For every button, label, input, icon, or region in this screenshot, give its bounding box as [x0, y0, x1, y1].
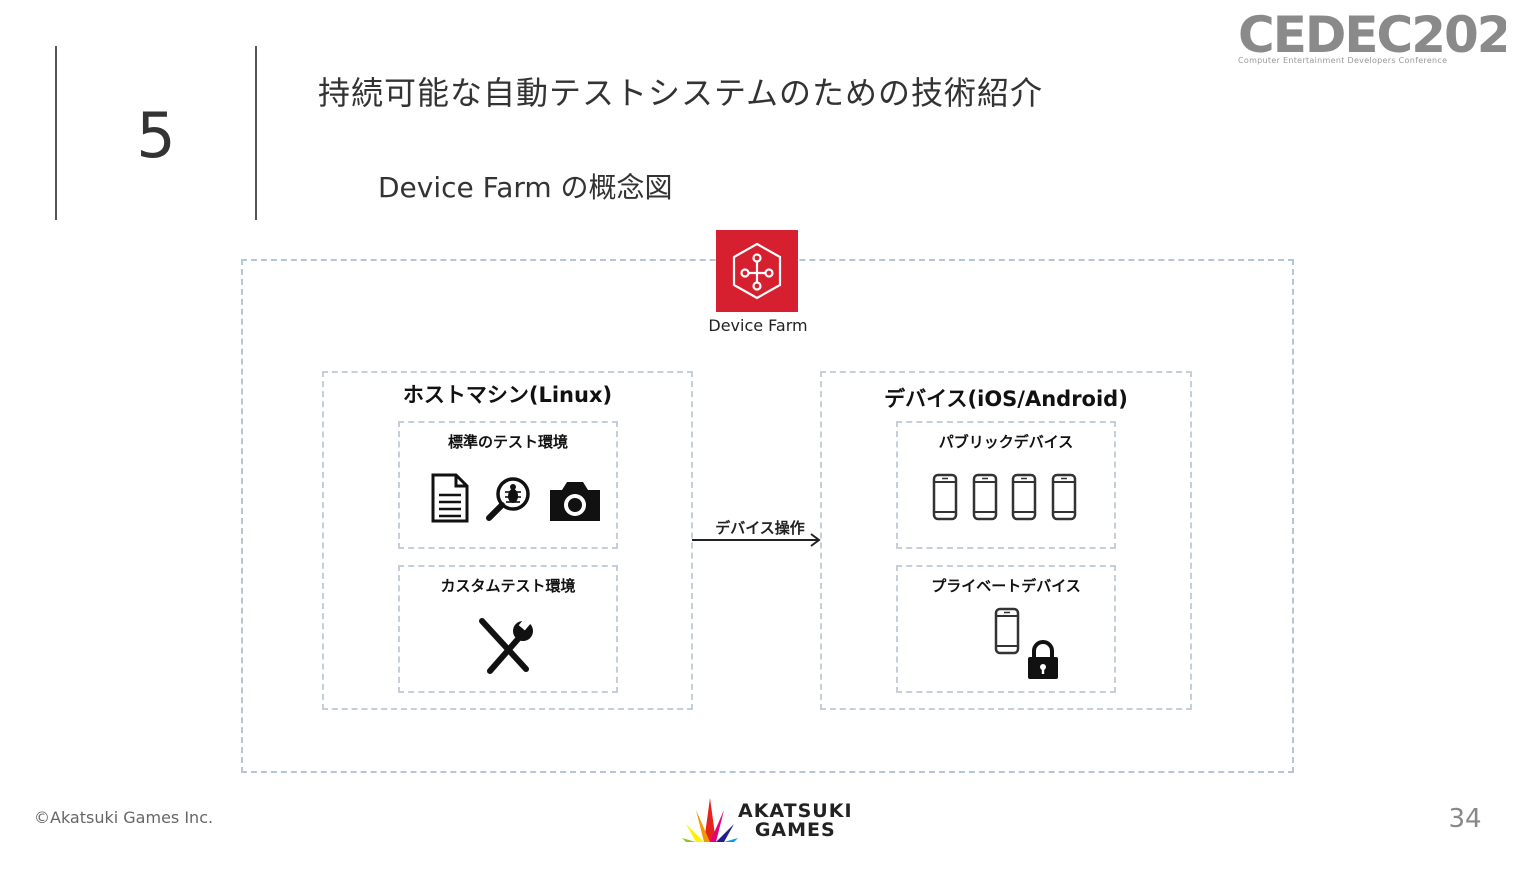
public-devices-label: パブリックデバイス	[938, 433, 1074, 451]
header-left-divider	[55, 46, 57, 220]
slide-subtitle: Device Farm の概念図	[378, 171, 673, 204]
phone-icon	[1011, 473, 1037, 525]
cedec-logo-text: CEDEC2023	[1238, 8, 1506, 58]
devices-title: デバイス(iOS/Android)	[884, 387, 1128, 411]
akatsuki-games-wordmark: AKATSUKI GAMES	[738, 802, 853, 840]
lock-icon	[1026, 639, 1060, 685]
bug-search-icon	[486, 475, 532, 525]
section-number: 5	[136, 99, 176, 172]
document-icon	[430, 473, 470, 527]
devices-box: デバイス(iOS/Android)	[820, 371, 1192, 710]
public-devices-box: パブリックデバイス	[896, 421, 1116, 549]
host-machine-title: ホストマシン(Linux)	[402, 383, 613, 407]
standard-test-env-label: 標準のテスト環境	[447, 433, 568, 451]
copyright-text: ©Akatsuki Games Inc.	[34, 808, 214, 827]
phone-icon	[972, 473, 998, 525]
cedec-logo: CEDEC2023	[1236, 6, 1536, 64]
phone-icon	[1051, 473, 1077, 525]
custom-test-env-box: カスタムテスト環境	[398, 565, 618, 693]
akatsuki-games-logo	[682, 796, 738, 848]
phone-icon	[994, 607, 1020, 659]
camera-icon	[548, 479, 602, 527]
private-devices-label: プライベートデバイス	[931, 577, 1081, 595]
slide-title: 持続可能な自動テストシステムのための技術紹介	[318, 74, 1044, 112]
brand-line-2: GAMES	[754, 819, 836, 841]
phone-icon	[932, 473, 958, 525]
header-right-divider	[255, 46, 257, 220]
device-farm-label: Device Farm	[708, 316, 808, 335]
page-number: 34	[1448, 804, 1482, 834]
tools-icon	[478, 617, 536, 679]
brand-line-1: AKATSUKI	[738, 800, 853, 822]
cedec-logo-subtext: Computer Entertainment Developers Confer…	[1238, 56, 1448, 65]
device-operation-label: デバイス操作	[715, 519, 805, 537]
standard-test-env-box: 標準のテスト環境	[398, 421, 618, 549]
device-farm-icon	[716, 230, 798, 312]
device-operation-arrow	[692, 532, 824, 552]
private-devices-box: プライベートデバイス	[896, 565, 1116, 693]
custom-test-env-label: カスタムテスト環境	[440, 577, 576, 595]
